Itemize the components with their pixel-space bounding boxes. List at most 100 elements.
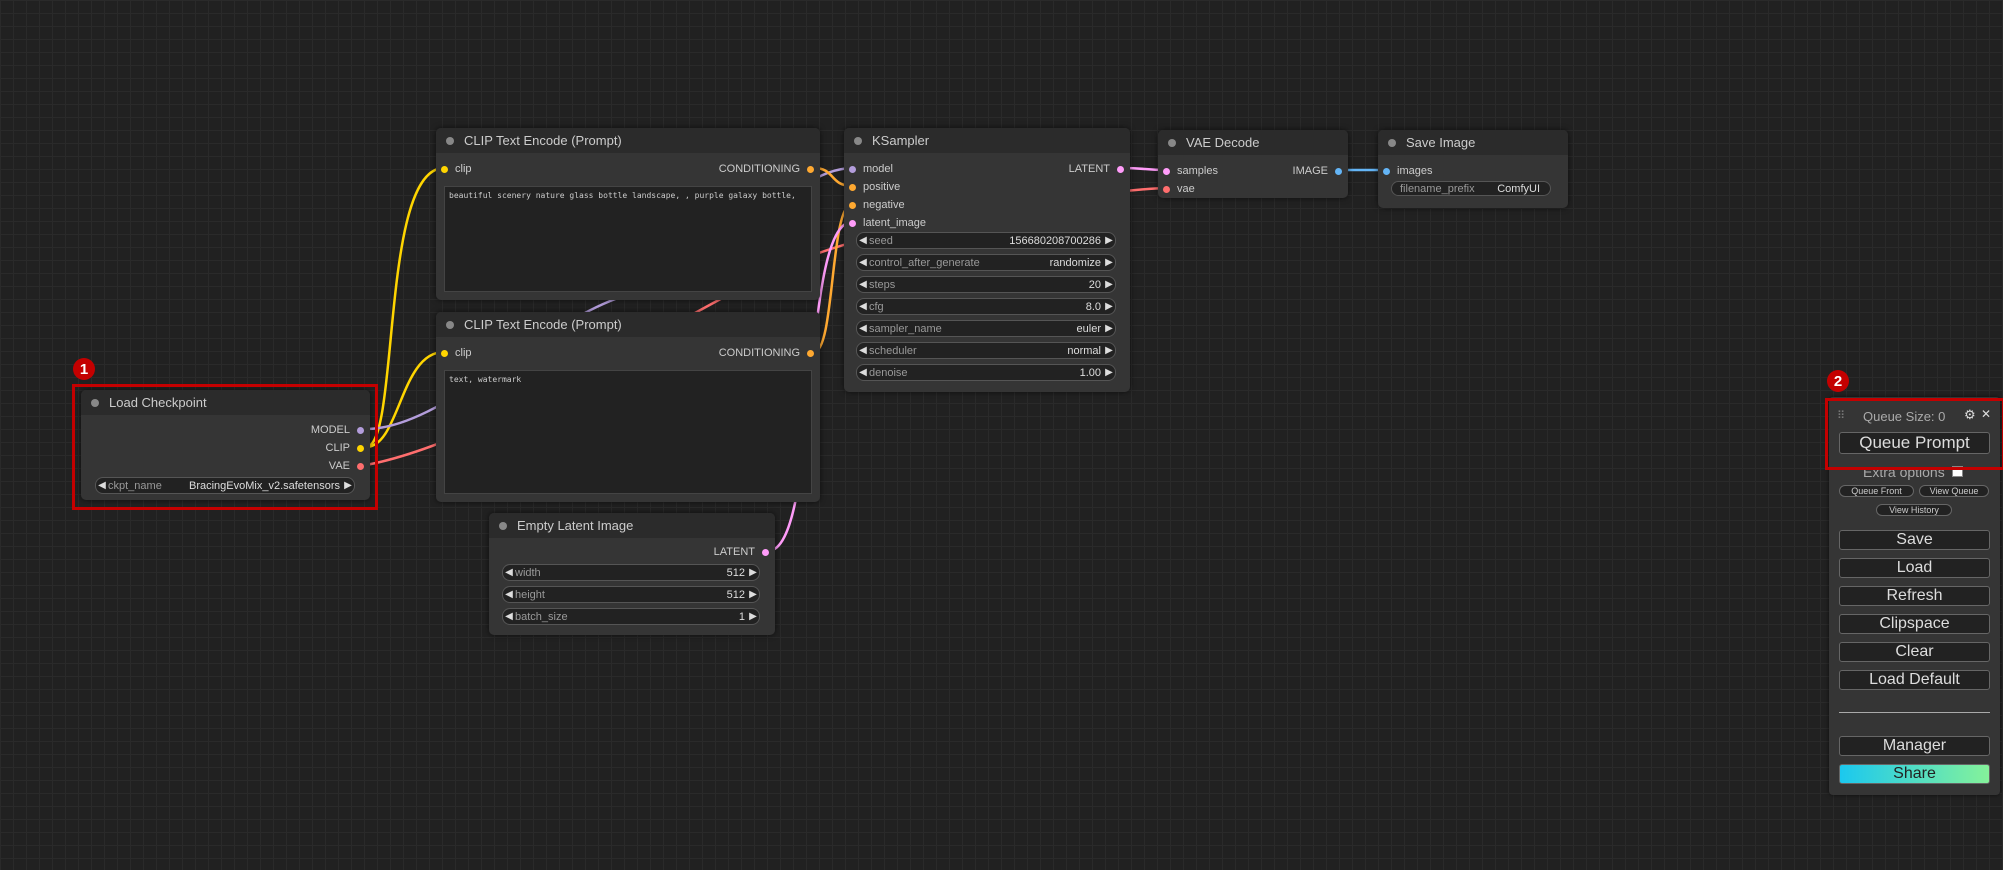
decrement-arrow-icon[interactable]: ◀ (859, 323, 867, 334)
increment-arrow-icon[interactable]: ▶ (344, 480, 352, 491)
slot-dot[interactable] (441, 349, 448, 357)
input-samples[interactable]: samples (1163, 165, 1218, 177)
queue-prompt-button[interactable]: Queue Prompt (1839, 432, 1990, 454)
slot-dot[interactable] (1335, 167, 1342, 175)
view-queue-button[interactable]: View Queue (1919, 485, 1989, 497)
input-positive[interactable]: positive (849, 181, 900, 193)
slot-dot[interactable] (807, 165, 814, 173)
output-latent[interactable]: LATENT (714, 546, 769, 558)
increment-arrow-icon[interactable]: ▶ (1105, 235, 1113, 246)
output-image[interactable]: IMAGE (1293, 165, 1342, 177)
output-clip[interactable]: CLIP (326, 442, 364, 454)
slot-dot[interactable] (1163, 167, 1170, 175)
output-vae[interactable]: VAE (329, 460, 364, 472)
slot-dot[interactable] (357, 426, 364, 434)
collapse-dot[interactable] (499, 521, 507, 530)
extra-options-checkbox[interactable] (1952, 466, 1963, 477)
node-clip-text-encode-negative[interactable]: CLIP Text Encode (Prompt) clip CONDITION… (436, 312, 820, 502)
slot-dot[interactable] (357, 462, 364, 470)
slot-dot[interactable] (849, 219, 856, 227)
node-vae-decode[interactable]: VAE Decode samples vae IMAGE (1158, 130, 1348, 198)
refresh-button[interactable]: Refresh (1839, 586, 1990, 606)
view-history-button[interactable]: View History (1876, 504, 1952, 516)
decrement-arrow-icon[interactable]: ◀ (859, 345, 867, 356)
queue-front-button[interactable]: Queue Front (1839, 485, 1914, 497)
slot-dot[interactable] (1163, 185, 1170, 193)
output-conditioning[interactable]: CONDITIONING (719, 347, 814, 359)
slot-dot[interactable] (849, 165, 856, 173)
input-clip[interactable]: clip (441, 347, 472, 359)
input-clip[interactable]: clip (441, 163, 472, 175)
increment-arrow-icon[interactable]: ▶ (749, 611, 757, 622)
input-images[interactable]: images (1383, 165, 1432, 177)
node-clip-text-encode-positive[interactable]: CLIP Text Encode (Prompt) clip CONDITION… (436, 128, 820, 300)
decrement-arrow-icon[interactable]: ◀ (859, 301, 867, 312)
output-latent[interactable]: LATENT (1069, 163, 1124, 175)
decrement-arrow-icon[interactable]: ◀ (505, 611, 513, 622)
slot-dot[interactable] (1117, 165, 1124, 173)
increment-arrow-icon[interactable]: ▶ (1105, 367, 1113, 378)
prompt-textarea[interactable]: beautiful scenery nature glass bottle la… (444, 186, 812, 292)
gear-icon[interactable]: ⚙ (1964, 407, 1976, 422)
clipspace-button[interactable]: Clipspace (1839, 614, 1990, 634)
input-model[interactable]: model (849, 163, 893, 175)
slot-dot[interactable] (1383, 167, 1390, 175)
clear-button[interactable]: Clear (1839, 642, 1990, 662)
increment-arrow-icon[interactable]: ▶ (1105, 323, 1113, 334)
increment-arrow-icon[interactable]: ▶ (1105, 345, 1113, 356)
slot-dot[interactable] (762, 548, 769, 556)
increment-arrow-icon[interactable]: ▶ (749, 589, 757, 600)
input-vae[interactable]: vae (1163, 183, 1195, 195)
prompt-textarea[interactable]: text, watermark (444, 370, 812, 494)
slot-dot[interactable] (441, 165, 448, 173)
collapse-dot[interactable] (446, 320, 454, 329)
load-default-button[interactable]: Load Default (1839, 670, 1990, 690)
manager-button[interactable]: Manager (1839, 736, 1990, 756)
decrement-arrow-icon[interactable]: ◀ (859, 279, 867, 290)
decrement-arrow-icon[interactable]: ◀ (859, 257, 867, 268)
collapse-dot[interactable] (1388, 138, 1396, 147)
increment-arrow-icon[interactable]: ▶ (1105, 301, 1113, 312)
queue-menu-panel[interactable]: ⠿ Queue Size: 0 ⚙ ✕ Queue Prompt Extra o… (1829, 397, 2000, 795)
collapse-dot[interactable] (91, 398, 99, 407)
output-conditioning[interactable]: CONDITIONING (719, 163, 814, 175)
collapse-dot[interactable] (446, 136, 454, 145)
node-ksampler[interactable]: KSampler model positive negative latent_… (844, 128, 1130, 392)
collapse-dot[interactable] (854, 136, 862, 145)
drag-handle-icon[interactable]: ⠿ (1837, 410, 1846, 422)
increment-arrow-icon[interactable]: ▶ (1105, 257, 1113, 268)
node-load-checkpoint[interactable]: Load Checkpoint MODEL CLIP VAE ◀ckpt_nam… (81, 390, 370, 500)
decrement-arrow-icon[interactable]: ◀ (505, 589, 513, 600)
input-negative[interactable]: negative (849, 199, 905, 211)
collapse-dot[interactable] (1168, 138, 1176, 147)
increment-arrow-icon[interactable]: ▶ (749, 567, 757, 578)
decrement-arrow-icon[interactable]: ◀ (98, 480, 106, 491)
slot-dot[interactable] (357, 444, 364, 452)
share-button[interactable]: Share (1839, 764, 1990, 784)
increment-arrow-icon[interactable]: ▶ (1105, 279, 1113, 290)
slot-dot[interactable] (849, 183, 856, 191)
load-button[interactable]: Load (1839, 558, 1990, 578)
close-icon[interactable]: ✕ (1981, 407, 1992, 421)
output-model[interactable]: MODEL (311, 424, 364, 436)
input-latent-image[interactable]: latent_image (849, 217, 926, 229)
slot-dot[interactable] (807, 349, 814, 357)
save-button[interactable]: Save (1839, 530, 1990, 550)
decrement-arrow-icon[interactable]: ◀ (859, 367, 867, 378)
decrement-arrow-icon[interactable]: ◀ (859, 235, 867, 246)
